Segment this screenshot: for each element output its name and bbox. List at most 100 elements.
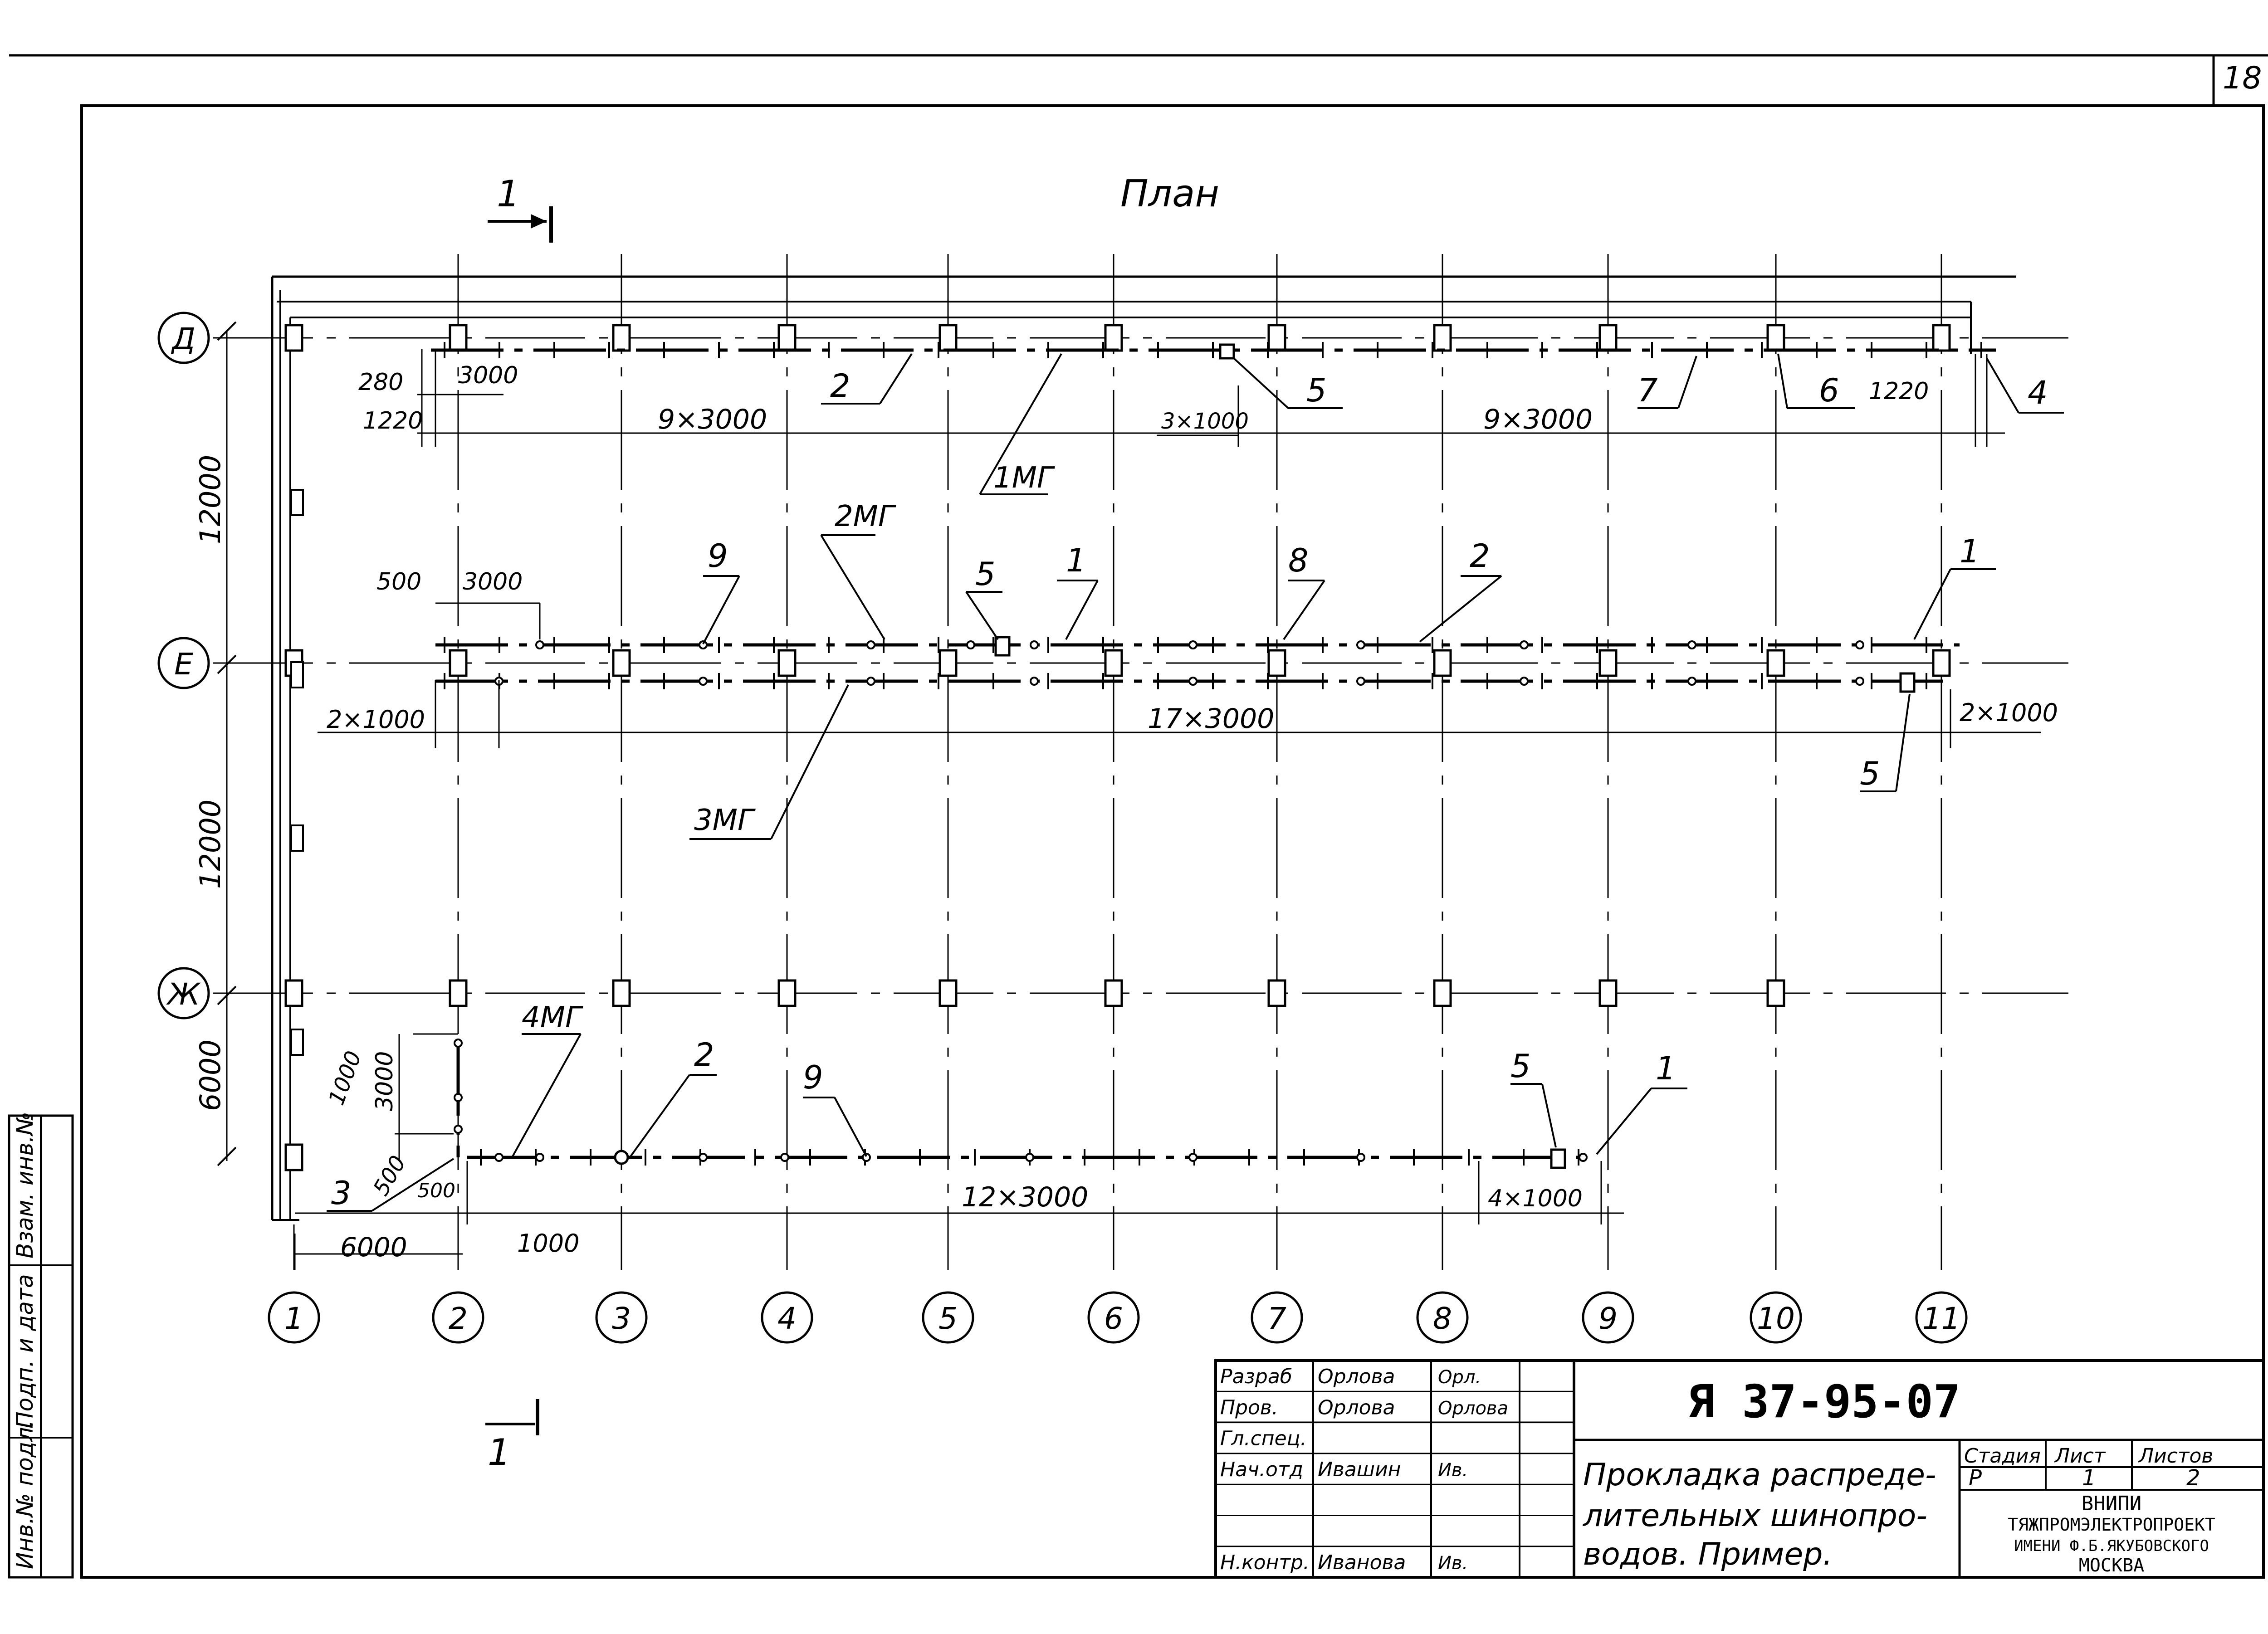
description-line-1: Прокладка распреде- bbox=[1583, 1457, 1936, 1493]
org-line-4: МОСКВА bbox=[2079, 1555, 2145, 1576]
callout-5-top: 5 bbox=[1306, 372, 1327, 409]
dim-1000-bottom: 1000 bbox=[517, 1229, 579, 1258]
dim-9x3000-right: 9×3000 bbox=[1483, 404, 1593, 435]
column-axis-bubble-7 bbox=[1251, 1291, 1303, 1344]
callout-3MG: 3МГ bbox=[694, 804, 756, 837]
building-column bbox=[1598, 979, 1618, 1007]
building-column bbox=[938, 649, 958, 677]
tb-name: Орлова bbox=[1318, 1365, 1395, 1388]
callout-1-mid: 1 bbox=[1066, 542, 1086, 579]
dim-2x1000-left: 2×1000 bbox=[327, 705, 425, 734]
dim-500-small: 500 bbox=[417, 1179, 455, 1202]
dim-4x1000: 4×1000 bbox=[1488, 1185, 1583, 1212]
row-axis-label-Д: Д bbox=[171, 322, 196, 356]
description-line-3: водов. Пример. bbox=[1583, 1536, 1833, 1572]
column-axis-bubble-6 bbox=[1087, 1291, 1140, 1344]
wall-pilaster bbox=[290, 661, 304, 688]
dim-3x1000: 3×1000 bbox=[1161, 409, 1249, 434]
wall-pilaster bbox=[290, 824, 304, 852]
dim-500-top: 500 bbox=[376, 568, 421, 595]
callout-1-mid-right: 1 bbox=[1960, 533, 1980, 570]
row-axis-label-Ж: Ж bbox=[166, 977, 201, 1012]
callout-2-mid: 2 bbox=[1470, 537, 1490, 575]
dim-500-vert: 500 bbox=[368, 1151, 411, 1200]
column-axis-label-11: 11 bbox=[1922, 1301, 1960, 1336]
building-column bbox=[938, 324, 958, 352]
sheet-frame: 18 bbox=[9, 54, 2268, 1579]
column-axis-label-2: 2 bbox=[449, 1301, 468, 1336]
row-axes: ДЕЖ bbox=[157, 312, 2068, 1019]
row-spacing-dims: 12000 12000 6000 bbox=[194, 321, 237, 1166]
column-axis-bubble-1 bbox=[268, 1291, 320, 1344]
column-axis-bubble-11 bbox=[1915, 1291, 1968, 1344]
building-column bbox=[284, 979, 303, 1007]
building-columns bbox=[284, 324, 1951, 1171]
dim-row-ezh: 12000 bbox=[194, 800, 227, 889]
tb-signature: Орлова bbox=[1438, 1398, 1508, 1419]
column-axis-bubble-2 bbox=[432, 1291, 484, 1344]
dim-row-zh-end: 6000 bbox=[194, 1039, 227, 1111]
building-column bbox=[612, 324, 631, 352]
building-column bbox=[284, 324, 303, 352]
building-column bbox=[1433, 324, 1452, 352]
column-axis-label-1: 1 bbox=[284, 1301, 303, 1336]
callout-5-bottom: 5 bbox=[1510, 1048, 1531, 1085]
dim-1220-right: 1220 bbox=[1869, 378, 1929, 405]
dim-3000-vert: 3000 bbox=[371, 1051, 398, 1111]
column-axis-label-8: 8 bbox=[1433, 1301, 1452, 1336]
building-column bbox=[284, 1143, 303, 1171]
building-column bbox=[1433, 649, 1452, 677]
callout-1-bottom: 1 bbox=[1656, 1050, 1676, 1087]
row-axis-bubble-Д bbox=[157, 312, 210, 364]
building-column bbox=[1267, 649, 1286, 677]
column-axis-label-6: 6 bbox=[1104, 1301, 1123, 1336]
building-column bbox=[1932, 649, 1951, 677]
dim-2x1000-right: 2×1000 bbox=[1960, 698, 2058, 727]
row-axis-bubble-Е bbox=[157, 637, 210, 689]
tb-name: Орлова bbox=[1318, 1396, 1395, 1419]
section-mark-top: 1 bbox=[488, 173, 553, 243]
column-axis-bubble-4 bbox=[761, 1291, 813, 1344]
column-axis-label-9: 9 bbox=[1598, 1301, 1618, 1336]
building-column bbox=[612, 649, 631, 677]
tb-role: Разраб bbox=[1220, 1365, 1292, 1388]
building-column bbox=[777, 324, 797, 352]
building-column bbox=[1766, 979, 1785, 1007]
building-column bbox=[449, 324, 468, 352]
dim-280: 280 bbox=[358, 369, 403, 396]
wall-pilaster bbox=[290, 489, 304, 516]
building-column bbox=[1766, 324, 1785, 352]
callout-4MG: 4МГ bbox=[522, 1001, 583, 1034]
column-axis-label-3: 3 bbox=[612, 1301, 631, 1336]
callout-1MG: 1МГ bbox=[993, 461, 1055, 495]
dim-1000-vert: 1000 bbox=[324, 1048, 367, 1108]
column-axis-bubble-8 bbox=[1416, 1291, 1469, 1344]
building-column bbox=[1598, 324, 1618, 352]
callout-2MG: 2МГ bbox=[835, 500, 896, 533]
callout-9-bottom: 9 bbox=[803, 1059, 823, 1096]
building-column bbox=[612, 979, 631, 1007]
callouts: 2 1МГ 5 7 6 4 9 2МГ 5 1 8 2 bbox=[327, 353, 2064, 1212]
stamp-inv-podl: Инв.№ подл. bbox=[12, 1420, 38, 1569]
column-axis-label-10: 10 bbox=[1757, 1301, 1795, 1336]
building-column bbox=[777, 649, 797, 677]
wall-pilaster bbox=[290, 1029, 304, 1056]
callout-4-top: 4 bbox=[2028, 374, 2048, 411]
tb-role: Пров. bbox=[1220, 1396, 1278, 1419]
tb-role: Н.контр. bbox=[1220, 1551, 1310, 1574]
callout-9-mid: 9 bbox=[708, 537, 728, 575]
side-stamp: Инв.№ подл. Подп. и дата Взам. инв.№ bbox=[8, 1112, 74, 1579]
column-axis-bubble-10 bbox=[1750, 1291, 1802, 1344]
column-axis-label-4: 4 bbox=[777, 1301, 797, 1336]
top-dimension-lines bbox=[294, 349, 2041, 1270]
page-number: 18 bbox=[2223, 60, 2262, 96]
dim-row-de: 12000 bbox=[194, 455, 227, 544]
building-column bbox=[1104, 979, 1123, 1007]
building-column bbox=[1267, 979, 1286, 1007]
building-column bbox=[449, 979, 468, 1007]
sheets-label: Листов bbox=[2138, 1444, 2213, 1468]
sheet-label: Лист bbox=[2054, 1444, 2106, 1468]
sheets-value: 2 bbox=[2186, 1465, 2200, 1491]
